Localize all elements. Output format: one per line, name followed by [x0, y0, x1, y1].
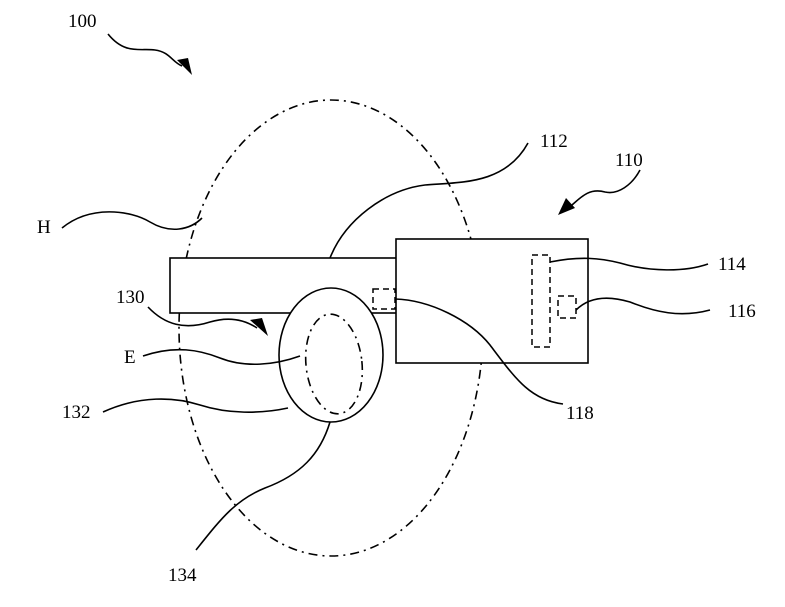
component-114 — [531, 254, 551, 348]
leader-H — [61, 211, 203, 230]
leader-116 — [575, 297, 711, 315]
leader-118 — [394, 298, 564, 405]
leader-132 — [102, 398, 289, 413]
leader-110 — [571, 169, 641, 206]
label-134: 134 — [168, 565, 197, 586]
label-130: 130 — [116, 287, 145, 308]
label-H: H — [37, 217, 51, 238]
ear-inner-outline — [304, 313, 364, 415]
leader-E — [142, 348, 301, 366]
label-E: E — [124, 347, 136, 368]
label-112: 112 — [540, 131, 568, 152]
label-114: 114 — [718, 254, 746, 275]
ear-piece — [278, 287, 384, 423]
label-116: 116 — [728, 301, 756, 322]
label-100: 100 — [68, 11, 97, 32]
arrowhead-130 — [250, 318, 268, 336]
leader-134 — [195, 421, 331, 551]
leader-112 — [329, 142, 529, 259]
arrowhead-100 — [177, 58, 192, 75]
label-118: 118 — [566, 403, 594, 424]
label-110: 110 — [615, 150, 643, 171]
leader-130 — [147, 306, 258, 329]
label-132: 132 — [62, 402, 91, 423]
arrowhead-110 — [558, 198, 575, 215]
leader-114 — [549, 257, 709, 271]
main-housing — [395, 238, 589, 364]
leader-100 — [107, 33, 183, 67]
